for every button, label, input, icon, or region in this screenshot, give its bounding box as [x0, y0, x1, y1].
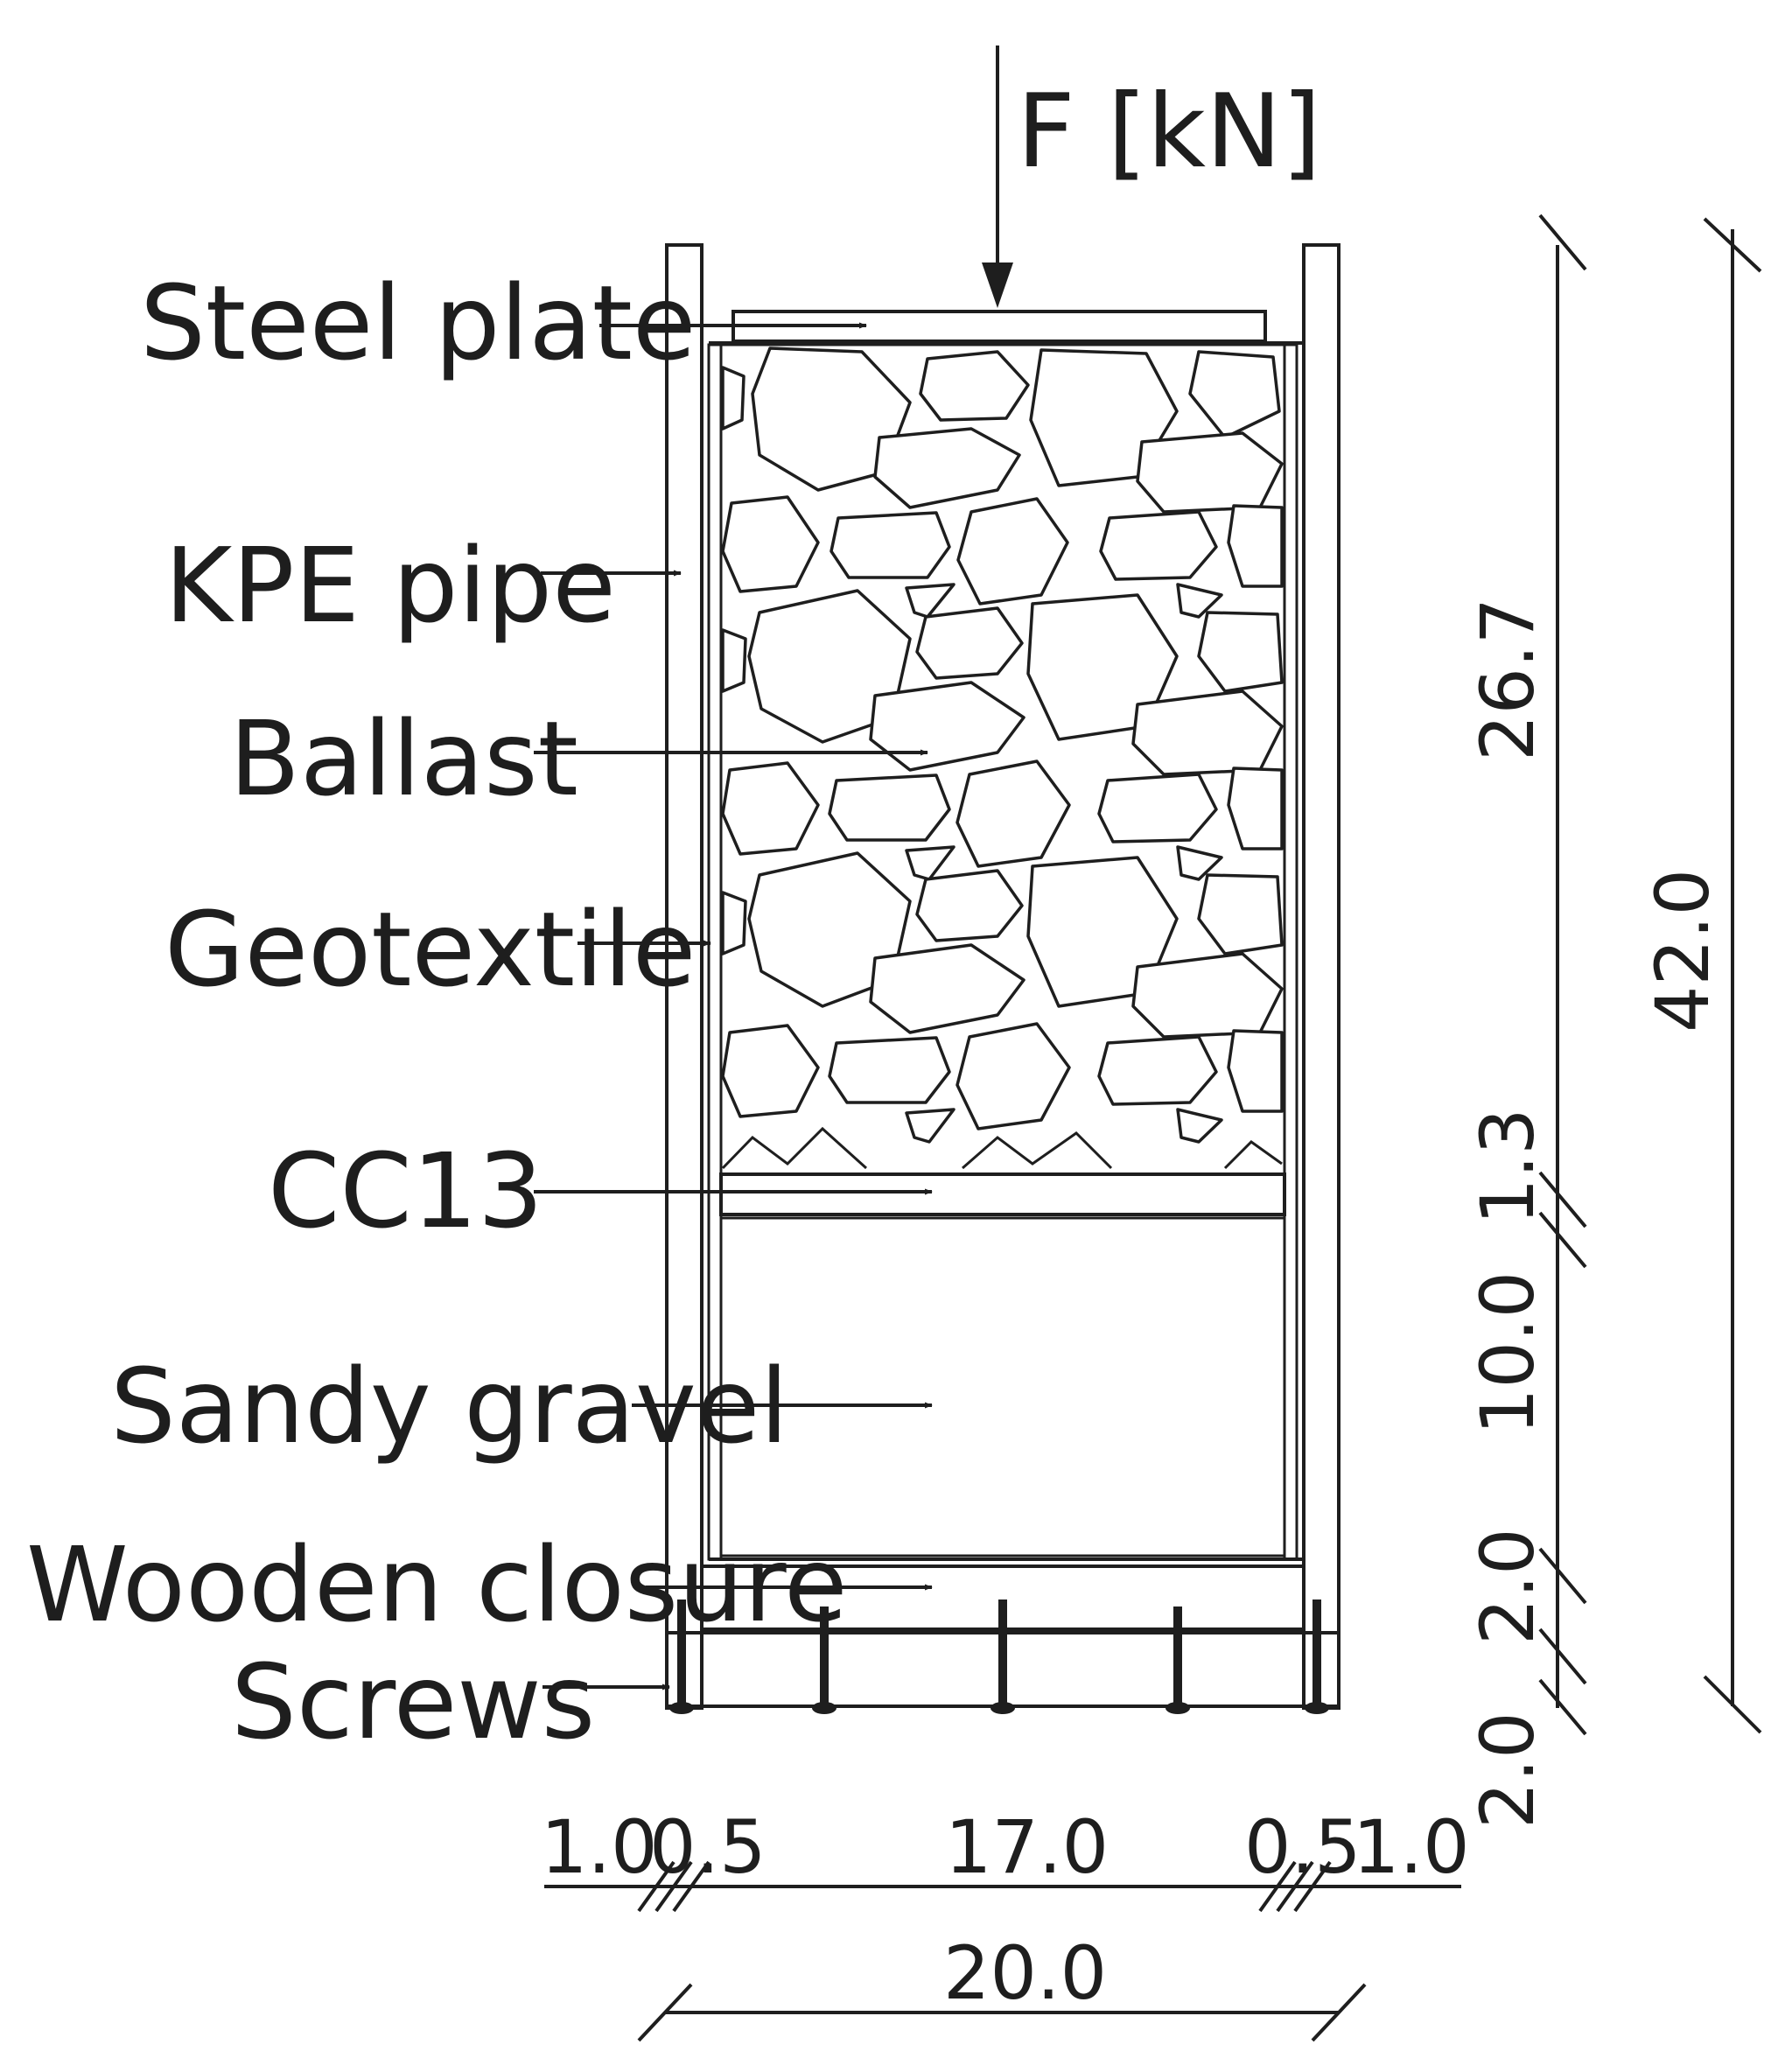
horizontal-dimension-line — [544, 1860, 1461, 1913]
dim-right-geotextile: 0.5 — [1244, 1804, 1362, 1890]
dim-wooden-closure: 2.0 — [1465, 1528, 1550, 1645]
dim-total-height: 42.0 — [1640, 869, 1726, 1032]
label-wooden-closure: Wooden closure — [26, 1524, 848, 1645]
label-kpe-pipe: KPE pipe — [164, 525, 616, 646]
geotextile-right — [1283, 343, 1298, 1561]
dim-left-wall: 1.0 — [541, 1804, 658, 1890]
label-screws: Screws — [231, 1642, 595, 1762]
dim-total-width: 20.0 — [943, 1930, 1107, 2016]
dim-left-geotextile: 0.5 — [649, 1804, 766, 1890]
dim-cc13: 1.3 — [1465, 1108, 1550, 1225]
dim-ballast: 26.7 — [1465, 598, 1550, 761]
kpe-pipe-right-wall — [1302, 243, 1340, 1710]
label-steel-plate: Steel plate — [140, 262, 696, 383]
sandy-gravel-layer — [719, 1216, 1286, 1558]
force-arrow — [982, 46, 1013, 308]
dim-right-wall: 1.0 — [1353, 1804, 1470, 1890]
dim-base: 2.0 — [1465, 1712, 1550, 1829]
dim-sandy-gravel: 10.0 — [1465, 1271, 1550, 1435]
label-ballast: Ballast — [229, 698, 578, 819]
vertical-dimension-line — [1538, 214, 1587, 1736]
screws — [669, 1600, 1329, 1714]
force-label: F [kN] — [1017, 73, 1321, 191]
dim-inner: 17.0 — [945, 1804, 1109, 1890]
label-geotextile: Geotextile — [164, 889, 696, 1010]
label-cc13: CC13 — [268, 1130, 543, 1251]
cc13-layer — [719, 1172, 1286, 1216]
ballast-layer — [719, 343, 1286, 1176]
total-height-dimension-line — [1703, 217, 1762, 1734]
total-width-dimension-line — [637, 1983, 1367, 2042]
